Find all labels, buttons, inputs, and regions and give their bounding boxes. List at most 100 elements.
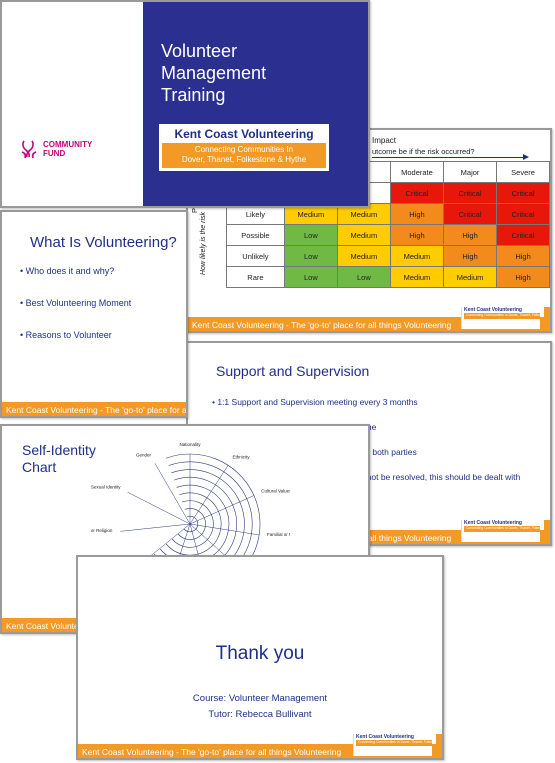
bullet-text: Who does it and why? bbox=[25, 266, 115, 276]
risk-cell: Medium bbox=[336, 245, 391, 267]
risk-cell: High bbox=[443, 224, 498, 246]
funder-line: COMMUNITY bbox=[43, 140, 93, 149]
risk-cell: Low bbox=[283, 266, 338, 288]
footer-text: Kent Coast Volunteering - The 'go-to' pl… bbox=[192, 320, 452, 330]
bullet-dot-icon: • bbox=[20, 298, 26, 308]
kcv-footer-logo: Kent Coast Volunteering Connecting Commu… bbox=[353, 734, 442, 756]
orange-corner-tab bbox=[544, 307, 550, 329]
bullet-item: • Who does it and why? bbox=[20, 266, 131, 276]
risk-cell: Critical bbox=[496, 224, 550, 246]
slide-title-volunteer-management[interactable]: COMMUNITY FUND Volunteer Management Trai… bbox=[0, 0, 370, 208]
arrow-head-icon bbox=[523, 154, 529, 160]
orange-corner-tab bbox=[436, 734, 442, 756]
risk-header-cell: Severe bbox=[496, 161, 550, 183]
risk-cell: High bbox=[496, 245, 550, 267]
footer-text: Kent Coast Volunteering - The 'go-to' pl… bbox=[82, 747, 342, 757]
impact-label: Impact bbox=[372, 136, 397, 145]
wheel-label: Ethnicity bbox=[232, 455, 250, 460]
wheel-label: Cultural Values bbox=[261, 488, 290, 493]
risk-cell: Medium bbox=[336, 203, 391, 225]
risk-header-cell: Major bbox=[443, 161, 498, 183]
wheel-ring bbox=[171, 500, 214, 548]
wheel-ring bbox=[165, 492, 222, 556]
slide-title: Volunteer Management Training bbox=[161, 41, 267, 105]
risk-cell: Medium bbox=[389, 245, 445, 267]
risk-cell: Medium bbox=[443, 266, 498, 288]
bullet-dot-icon: • bbox=[212, 397, 218, 407]
bullet-list: • Who does it and why?• Best Volunteerin… bbox=[20, 266, 131, 362]
risk-row-label: Unlikely bbox=[226, 245, 285, 267]
tutor-text: Tutor: Rebecca Bullivant bbox=[208, 709, 312, 720]
slide-thank-you[interactable]: Thank you Course: Volunteer Management T… bbox=[76, 555, 444, 760]
slide-footer: Kent Coast Volunteering - The 'go-to' pl… bbox=[78, 744, 442, 758]
wheel-ring bbox=[177, 508, 206, 540]
risk-cell: Medium bbox=[283, 203, 338, 225]
risk-cell: High bbox=[389, 203, 445, 225]
kcv-footer-logo: Kent Coast Volunteering Connecting Commu… bbox=[461, 307, 550, 329]
bullet-text: Reasons to Volunteer bbox=[25, 330, 112, 340]
likelihood-label: How likely is the risk bbox=[200, 211, 207, 275]
slide-title: What Is Volunteering? bbox=[30, 234, 177, 251]
crossed-fingers-icon bbox=[21, 140, 37, 159]
risk-row-label: Rare bbox=[226, 266, 285, 288]
risk-cell: High bbox=[496, 266, 550, 288]
risk-cell: Low bbox=[336, 266, 391, 288]
kcv-heading: Kent Coast Volunteering bbox=[174, 127, 314, 141]
kcv-subheading: Connecting Communities In Dover, Thanet,… bbox=[162, 143, 326, 168]
community-fund-logo: COMMUNITY FUND bbox=[18, 138, 92, 160]
bullet-item: • Best Volunteering Moment bbox=[20, 298, 131, 308]
risk-cell: High bbox=[389, 224, 445, 246]
risk-cell: Medium bbox=[389, 266, 445, 288]
risk-cell: Low bbox=[283, 245, 338, 267]
impact-arrow-line bbox=[372, 157, 525, 158]
footer-text: Kent Coast Volunteering - The 'go-to' pl… bbox=[6, 405, 187, 415]
wheel-spoke bbox=[189, 495, 255, 525]
bullet-item: • Reasons to Volunteer bbox=[20, 330, 131, 340]
wheel-label: Gender bbox=[136, 452, 152, 457]
kcv-footer-logo: Kent Coast Volunteering Connecting Commu… bbox=[461, 520, 550, 542]
risk-cell: Critical bbox=[389, 182, 445, 204]
wheel-spoke bbox=[120, 523, 191, 532]
bullet-text: Best Volunteering Moment bbox=[25, 298, 132, 308]
slide-what-is-volunteering[interactable]: What Is Volunteering? • Who does it and … bbox=[0, 210, 188, 418]
risk-cell: Critical bbox=[496, 182, 550, 204]
orange-corner-tab bbox=[544, 520, 550, 542]
risk-cell: Medium bbox=[336, 224, 391, 246]
risk-cell: High bbox=[443, 245, 498, 267]
risk-cell: Low bbox=[283, 224, 338, 246]
risk-header-cell: Moderate bbox=[389, 161, 445, 183]
bullet-dot-icon: • bbox=[20, 266, 26, 276]
risk-cell: Critical bbox=[496, 203, 550, 225]
outcome-label: utcome be if the risk occurred? bbox=[372, 147, 475, 156]
risk-row-label: Possible bbox=[226, 224, 285, 246]
risk-cell: Critical bbox=[443, 203, 498, 225]
wheel-spoke bbox=[154, 463, 191, 525]
bullet-item: • 1:1 Support and Supervision meeting ev… bbox=[212, 397, 522, 408]
wheel-ring bbox=[159, 484, 230, 564]
bullet-text: 1:1 Support and Supervision meeting ever… bbox=[217, 397, 418, 407]
risk-cell: Critical bbox=[443, 182, 498, 204]
wheel-spoke bbox=[189, 465, 229, 525]
wheel-label: Beliefs or Religion bbox=[90, 528, 113, 533]
bullet-dot-icon: • bbox=[20, 330, 26, 340]
wheel-spoke bbox=[189, 523, 260, 536]
title-panel: Volunteer Management Training Kent Coast… bbox=[143, 2, 368, 206]
slide-title: Self-Identity Chart bbox=[22, 442, 96, 475]
course-text: Course: Volunteer Management bbox=[192, 693, 328, 704]
funder-line: FUND bbox=[43, 149, 66, 158]
wheel-spoke bbox=[127, 491, 191, 525]
wheel-label: Nationality bbox=[179, 442, 201, 447]
wheel-label: Sexual Identity bbox=[91, 485, 121, 490]
kcv-logo-box: Kent Coast Volunteering Connecting Commu… bbox=[159, 124, 329, 171]
wheel-label: Familial or Marital Status bbox=[267, 532, 290, 537]
slide-title: Support and Supervision bbox=[216, 363, 370, 379]
slide-footer: Kent Coast Volunteering - The 'go-to' pl… bbox=[2, 402, 186, 416]
risk-row-label: Likely bbox=[226, 203, 285, 225]
slide-title: Thank you bbox=[215, 643, 305, 664]
slide-footer: Kent Coast Volunteering - The 'go-to' pl… bbox=[188, 317, 550, 331]
